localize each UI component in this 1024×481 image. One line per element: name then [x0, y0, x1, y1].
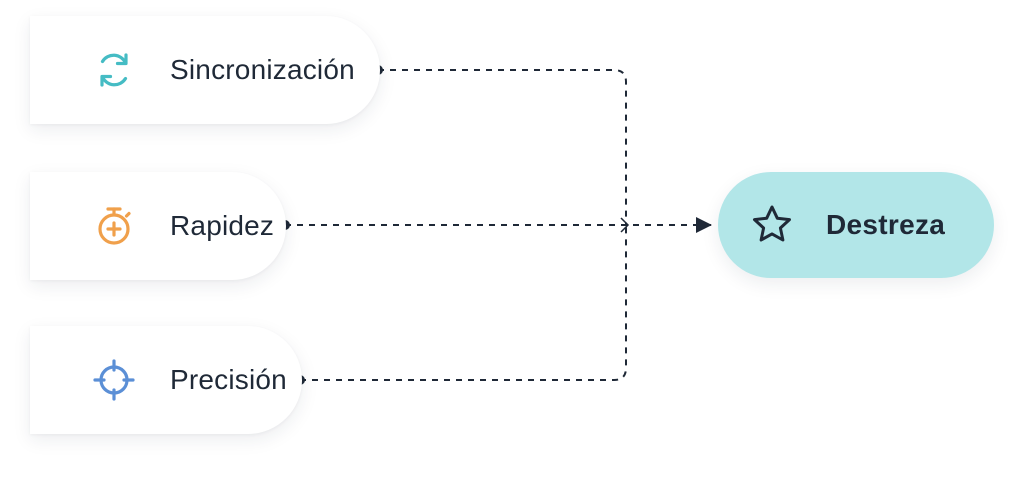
connector-precision	[300, 224, 627, 381]
sync-arrows-icon	[92, 48, 136, 92]
star-icon	[748, 201, 796, 249]
input-node-speed: Rapidez	[30, 172, 286, 280]
junction-chevron	[620, 217, 630, 233]
input-node-sync: Sincronización	[30, 16, 380, 124]
input-label-speed: Rapidez	[170, 210, 275, 241]
input-label-sync: Sincronización	[170, 54, 355, 85]
connector-sync	[378, 69, 627, 224]
output-label: Destreza	[826, 209, 946, 240]
crosshair-icon	[92, 358, 136, 402]
input-node-precision: Precisión	[30, 326, 302, 434]
output-node-destreza: Destreza	[718, 172, 994, 278]
input-label-precision: Precisión	[170, 364, 287, 395]
stopwatch-icon	[92, 204, 136, 248]
